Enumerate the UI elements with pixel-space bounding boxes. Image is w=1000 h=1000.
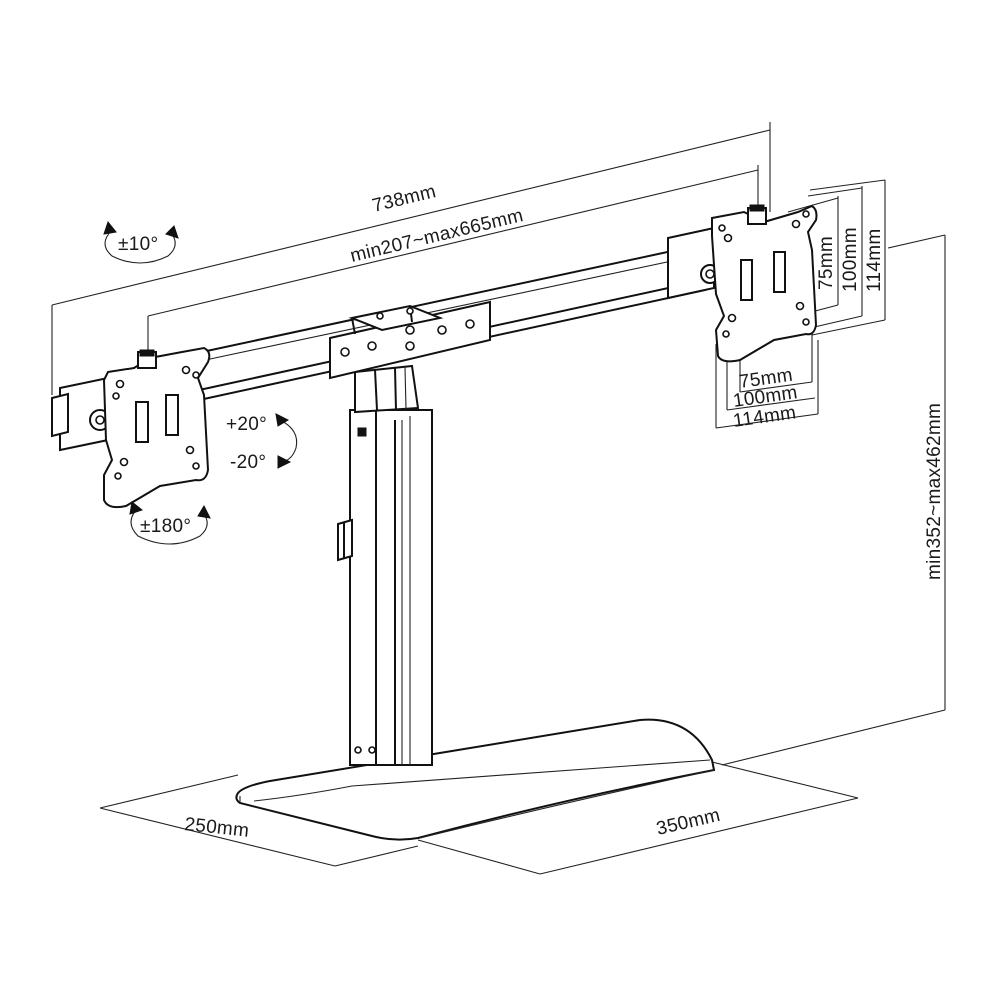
label-tilt-left: ±10° (118, 234, 158, 255)
label-vesa-large-vertical: 114mm (864, 229, 885, 292)
dimension-base-width (417, 761, 859, 875)
column-lower (349, 409, 433, 766)
dimension-height (721, 234, 946, 766)
label-vesa-small-vertical: 75mm (816, 236, 837, 290)
right-knob (747, 204, 767, 225)
label-base-depth: 250mm (183, 814, 250, 842)
rotation-arrow-ellipse (129, 501, 211, 545)
label-height-range: min352~max462mm (924, 403, 945, 580)
base-plate (235, 718, 716, 841)
tilt-arrow-ellipse (103, 220, 179, 264)
label-rotation: ±180° (140, 516, 191, 537)
label-tilt-down: -20° (230, 452, 266, 473)
cable-clip (337, 518, 353, 562)
label-overall-width: 738mm (370, 181, 438, 217)
dimension-base-depth (99, 774, 419, 867)
dimension-overall-width (51, 122, 771, 395)
dimension-vesa-vertical (787, 179, 886, 336)
dimension-vesa-horizontal (715, 332, 819, 429)
label-tilt-up: +20° (226, 414, 267, 435)
center-clamp (329, 300, 491, 380)
left-knob (137, 349, 157, 369)
label-base-width: 350mm (654, 805, 722, 840)
column-upper (354, 364, 420, 414)
left-vesa-plate (102, 346, 211, 509)
right-vesa-plate (711, 204, 818, 363)
dimension-arm-span (147, 165, 759, 352)
left-arm-end (51, 376, 111, 452)
swivel-arrow-arc (275, 413, 298, 469)
label-vesa-mid-vertical: 100mm (840, 227, 861, 292)
